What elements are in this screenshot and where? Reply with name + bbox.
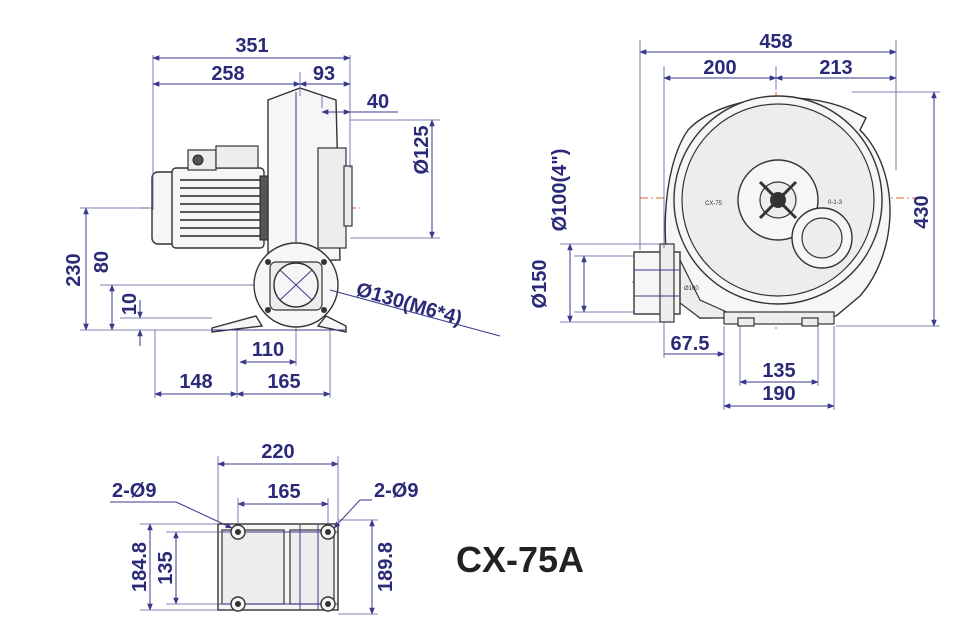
base-foot-left xyxy=(211,315,264,333)
dim-center-height: 80 xyxy=(91,251,113,273)
inlet-mark: Ø100 xyxy=(684,286,699,292)
dim-motor-length: 258 xyxy=(211,63,244,85)
dim-height: 230 xyxy=(63,253,85,286)
label-right-holes: 2-Ø9 xyxy=(374,480,418,502)
volute-housing: CX-75 0-1-3 xyxy=(664,95,891,319)
dim-front-left-width: 200 xyxy=(703,57,736,79)
dim-base-thickness: 10 xyxy=(119,293,141,315)
blower-housing-side xyxy=(267,87,353,263)
dim-base-hole-depth: 135 xyxy=(155,551,177,584)
dim-flange-depth: 40 xyxy=(367,91,389,113)
dim-front-overall-width: 458 xyxy=(759,31,792,53)
dim-overall-length: 351 xyxy=(235,35,268,57)
dim-outlet-offset: 67.5 xyxy=(671,333,710,355)
dim-front-hole-span: 135 xyxy=(762,360,795,382)
dim-front-base-width: 190 xyxy=(762,383,795,405)
base-plate xyxy=(217,523,339,612)
base-view: 220 165 2-Ø9 2-Ø9 184.8 135 189.8 xyxy=(110,441,418,615)
dim-blower-width: 93 xyxy=(313,63,335,85)
front-view: CX-75 0-1-3 Ø100 xyxy=(529,31,940,410)
nameplate-text-2: 0-1-3 xyxy=(828,200,843,206)
dim-base-offset: 148 xyxy=(179,371,212,393)
dim-base-hole-span: 165 xyxy=(267,481,300,503)
model-title: CX-75A xyxy=(456,539,584,580)
dim-outlet-height: Ø100(4") xyxy=(549,149,571,232)
label-left-holes: 2-Ø9 xyxy=(112,480,156,502)
front-base xyxy=(723,311,835,327)
nameplate-text: CX-75 xyxy=(705,201,723,207)
dim-front-overall-height: 430 xyxy=(911,195,933,228)
side-view: 351 258 93 40 Ø125 230 80 10 Ø130(M6*4) … xyxy=(63,35,501,398)
inlet-flange xyxy=(253,242,339,328)
dim-base-right-depth: 189.8 xyxy=(375,542,397,592)
dim-base-overall-width: 220 xyxy=(261,441,294,463)
dim-base-left-depth: 184.8 xyxy=(129,542,151,592)
dim-outlet-diameter: Ø125 xyxy=(411,126,433,175)
dim-inlet-label: Ø130(M6*4) xyxy=(354,279,465,330)
dim-flange-height: Ø150 xyxy=(529,260,551,309)
motor xyxy=(151,145,281,249)
dim-base-span: 165 xyxy=(267,371,300,393)
dim-inlet-width: 110 xyxy=(252,339,284,361)
outlet-flange: Ø100 xyxy=(633,243,699,323)
dim-front-right-width: 213 xyxy=(819,57,852,79)
